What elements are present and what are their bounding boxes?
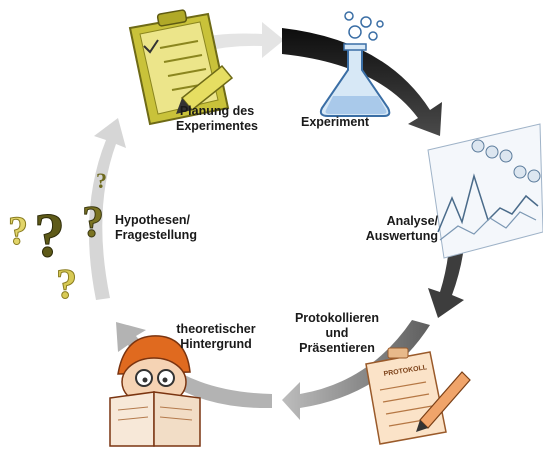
- label-planung-line1: Planung des: [179, 104, 255, 118]
- arrow-experiment-to-analyse: [282, 28, 442, 136]
- label-analyse-line1: Analyse/: [386, 214, 438, 228]
- label-experiment-line1: Experiment: [301, 115, 370, 129]
- question-marks-icon: ? ? ? ? ?: [8, 168, 108, 309]
- label-hintergrund-line2: Hintergrund: [180, 337, 252, 351]
- reading-person-icon: [109, 335, 201, 447]
- label-protokoll-line2: und: [325, 326, 349, 340]
- protocol-writing-icon: PROTOKOLL: [365, 347, 471, 445]
- label-experiment: Experiment: [301, 115, 369, 130]
- label-analyse: Analyse/ Auswertung: [342, 214, 438, 244]
- svg-text:?: ?: [82, 197, 104, 246]
- label-hintergrund: theoretischer Hintergrund: [166, 322, 266, 352]
- arrow-protokoll-to-hintergrund: [282, 320, 430, 420]
- arrow-hypothesen-to-planung: [88, 118, 126, 300]
- svg-text:?: ?: [8, 208, 28, 253]
- svg-text:?: ?: [96, 168, 107, 193]
- label-hintergrund-line1: theoretischer: [176, 322, 256, 336]
- label-hypothesen: Hypothesen/ Fragestellung: [115, 213, 197, 243]
- label-planung: Planung des Experimentes: [176, 104, 258, 134]
- svg-text:?: ?: [34, 202, 65, 270]
- label-protokoll-line1: Protokollieren: [294, 311, 380, 325]
- label-protokoll: Protokollieren und Präsentieren: [282, 311, 392, 356]
- label-hypothesen-line2: Fragestellung: [115, 228, 197, 242]
- label-hypothesen-line1: Hypothesen/: [115, 213, 191, 227]
- clipboard-pencil-icon: [128, 9, 234, 126]
- data-graph-icon: [427, 123, 543, 259]
- label-protokoll-line3: Präsentieren: [299, 341, 375, 355]
- svg-text:?: ?: [56, 262, 77, 308]
- label-analyse-line2: Auswertung: [365, 229, 438, 243]
- label-planung-line2: Experimentes: [176, 119, 258, 133]
- flask-icon: [319, 11, 391, 117]
